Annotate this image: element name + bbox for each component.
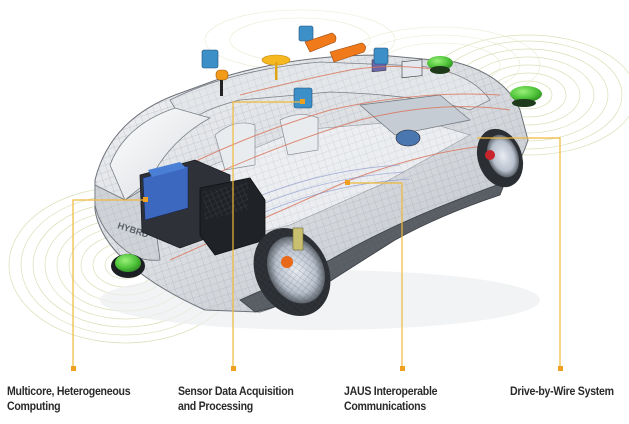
leader-line-dbw	[477, 137, 561, 368]
sensor-lidar-blue-4	[293, 87, 313, 109]
sensor-lidar-blue-2	[298, 25, 314, 42]
callout-computing-line1: Multicore, Heterogeneous	[7, 384, 131, 398]
sensor-green-roof	[427, 56, 453, 74]
callout-sensors-line1: Sensor Data Acquisition	[178, 384, 294, 398]
data-bus-lines	[249, 164, 411, 215]
callout-jaus-line1: JAUS Interoperable	[344, 384, 438, 398]
sensor-beacon-amber	[215, 69, 229, 96]
sensor-green-front	[510, 86, 542, 107]
leader-dots	[71, 99, 563, 371]
sensor-lidar-blue-1	[201, 49, 219, 69]
sensor-lidar-blue-3	[373, 47, 389, 65]
leader-lines	[72, 101, 561, 368]
wheel-rear	[253, 227, 331, 316]
callout-computing-line2: Computing	[7, 399, 61, 413]
sensor-camera-orange-1	[304, 32, 337, 53]
sensor-camera-orange-2	[329, 42, 366, 63]
leader-line-computing	[72, 199, 146, 368]
sensor-gps-antenna-yellow	[261, 54, 291, 80]
leader-line-jaus	[348, 182, 403, 368]
callout-label-sensors: Sensor Data Acquisition and Processing	[178, 384, 294, 414]
callout-label-computing: Multicore, Heterogeneous Computing	[7, 384, 131, 414]
wheel-front	[476, 128, 524, 188]
callout-label-dbw: Drive-by-Wire System	[510, 384, 614, 399]
leader-line-sensors	[232, 101, 303, 368]
vehicle-wireframe: HYBRD	[94, 54, 540, 330]
callout-jaus-line2: Communications	[344, 399, 426, 413]
callout-dbw-line1: Drive-by-Wire System	[510, 384, 614, 398]
sensor-green-rear	[111, 254, 145, 278]
callout-sensors-line2: and Processing	[178, 399, 253, 413]
callout-label-jaus: JAUS Interoperable Communications	[344, 384, 438, 414]
